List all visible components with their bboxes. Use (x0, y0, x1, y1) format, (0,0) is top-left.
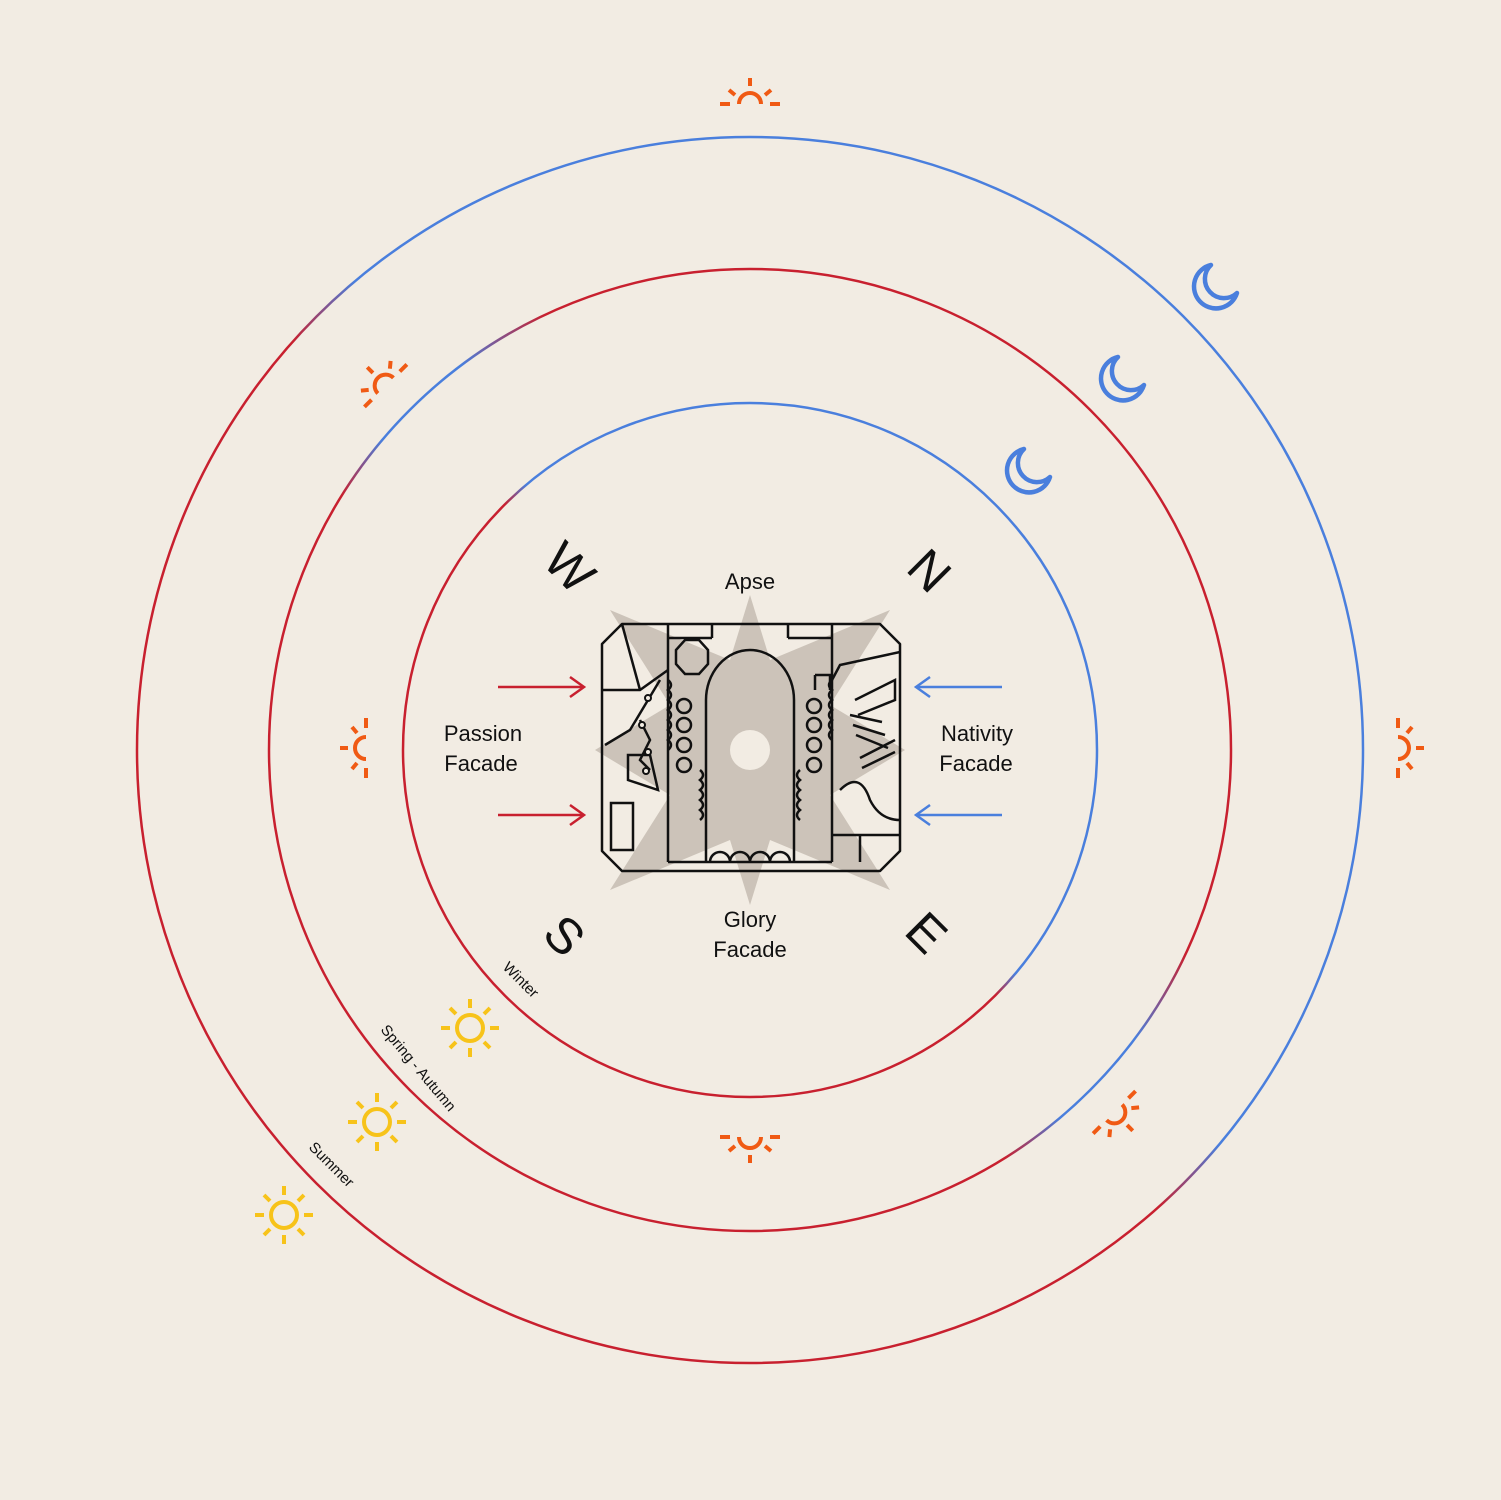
sunrise-icon (360, 360, 409, 409)
sunrise-icon (720, 78, 780, 106)
arrow-icon (913, 803, 1002, 827)
nativity-facade-label-line2: Facade (939, 751, 1012, 776)
passion-facade-label-line1: Passion (444, 721, 522, 746)
basilica-floor-plan (595, 595, 905, 905)
sunrise-icon (720, 1135, 780, 1163)
arrow-icon (498, 803, 587, 827)
spring-autumn-sun-path-ring (267, 267, 1233, 1233)
compass-west: W (533, 531, 607, 605)
compass-north: N (897, 538, 962, 603)
plan-nave (704, 648, 796, 862)
apse-label: Apse (725, 569, 775, 594)
sun-icon (255, 1186, 313, 1244)
moon-icon (1191, 262, 1240, 311)
sunrise-icon (340, 718, 368, 778)
nativity-facade-label-line1: Nativity (941, 721, 1013, 746)
sun-icon (441, 999, 499, 1057)
winter-sun-path-ring (401, 401, 1099, 1099)
compass-south: S (533, 904, 596, 967)
glory-facade-label-line1: Glory (724, 907, 777, 932)
passion-facade-label-line2: Facade (444, 751, 517, 776)
sun-icon (348, 1093, 406, 1151)
arrow-icon (913, 675, 1002, 699)
sunrise-icon (1091, 1089, 1140, 1138)
summer-sun-path-ring (135, 135, 1365, 1365)
moon-icon (1004, 446, 1053, 495)
arrow-icon (498, 675, 587, 699)
glory-facade-label-line2: Facade (713, 937, 786, 962)
plan-outline (600, 622, 902, 873)
season-label-summer: Summer (305, 1139, 357, 1191)
moon-icon (1098, 354, 1147, 403)
sunrise-icon (1396, 718, 1424, 778)
compass-east: E (895, 901, 958, 964)
